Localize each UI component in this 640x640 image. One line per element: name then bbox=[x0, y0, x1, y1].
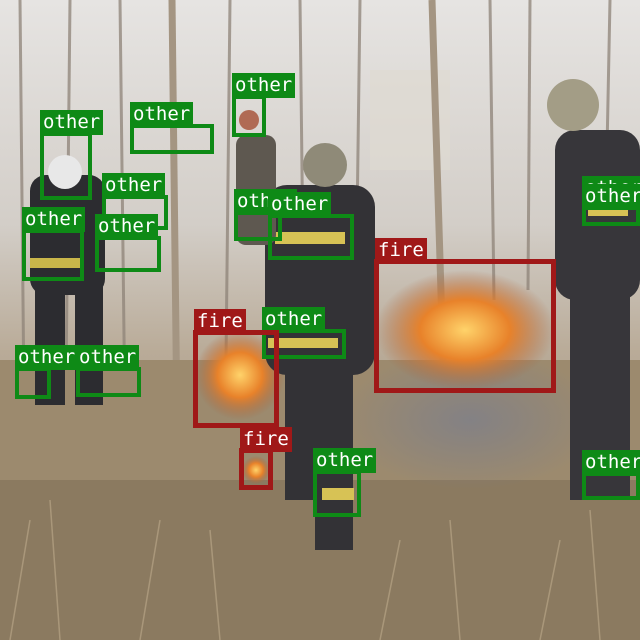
detection-label: other bbox=[40, 110, 104, 135]
detection-label: fire bbox=[240, 427, 292, 452]
other-detection-box: other bbox=[268, 192, 354, 260]
other-detection-box: other bbox=[130, 102, 214, 154]
other-detection-box: other bbox=[232, 73, 296, 137]
other-detection-box: other bbox=[95, 214, 161, 272]
detection-label: other bbox=[232, 73, 296, 98]
detection-label: other bbox=[313, 448, 377, 473]
other-detection-box: other bbox=[582, 184, 640, 226]
detection-label: other bbox=[22, 207, 86, 232]
detection-label: other bbox=[76, 345, 140, 370]
detection-label: other bbox=[262, 307, 326, 332]
detection-label: other bbox=[95, 214, 159, 239]
detection-label: other bbox=[582, 184, 640, 209]
other-detection-box: other bbox=[313, 448, 377, 517]
detection-label: fire bbox=[375, 238, 427, 263]
detection-label: other bbox=[102, 173, 166, 198]
detection-label: fire bbox=[194, 309, 246, 334]
other-detection-box: other bbox=[582, 450, 640, 500]
fire-detection-box: fire bbox=[239, 427, 292, 490]
fire-detection-box: fire bbox=[374, 238, 556, 393]
other-detection-box: other bbox=[22, 207, 86, 281]
other-detection-box: other bbox=[15, 345, 79, 399]
other-detection-box: other bbox=[262, 307, 346, 359]
detection-label: other bbox=[582, 450, 640, 475]
detection-label: other bbox=[268, 192, 332, 217]
other-detection-box: other bbox=[40, 110, 104, 200]
detection-label: other bbox=[130, 102, 194, 127]
detection-label: other bbox=[15, 345, 79, 370]
other-detection-box: other bbox=[76, 345, 141, 397]
fire-detection-box: fire bbox=[193, 309, 279, 428]
